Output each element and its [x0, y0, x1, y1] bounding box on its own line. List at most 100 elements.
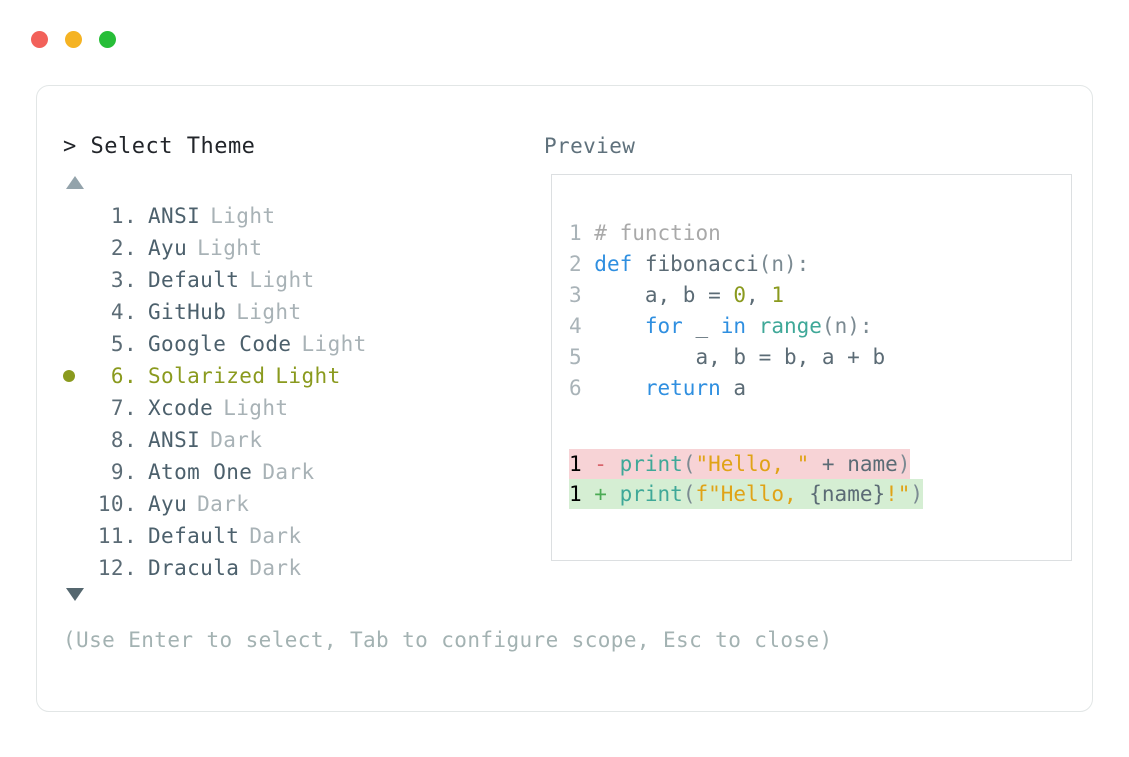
scroll-down-icon[interactable]: [66, 588, 84, 601]
code-token: return: [644, 376, 721, 400]
code-token: (n):: [758, 252, 810, 276]
theme-item-name: ANSI: [148, 428, 201, 452]
theme-list-item[interactable]: 2. Ayu Light: [63, 232, 533, 264]
line-number: 3: [569, 283, 595, 307]
line-number: 1: [569, 482, 595, 506]
diff-sample: 1 - print("Hello, " + name)1 + print(f"H…: [569, 449, 924, 509]
code-token: ): [910, 482, 924, 506]
code-token: def: [594, 252, 645, 276]
code-token: 1: [771, 283, 784, 307]
code-token: print: [619, 482, 683, 506]
code-token: (: [682, 482, 696, 506]
theme-item-number: 11.: [97, 524, 137, 548]
maximize-window-button[interactable]: [99, 30, 116, 48]
code-token: [746, 314, 759, 338]
code-token: [594, 314, 645, 338]
code-token: range: [758, 314, 822, 338]
code-token: a, b = b, a + b: [594, 345, 886, 369]
theme-list-item[interactable]: 1. ANSI Light: [63, 200, 533, 232]
code-token: print: [619, 452, 683, 476]
code-token: a, b =: [594, 283, 734, 307]
page-title: > Select Theme: [63, 134, 256, 159]
code-token: fibonacci: [644, 252, 759, 276]
theme-list-item[interactable]: 12. Dracula Dark: [63, 552, 533, 584]
line-number: 5: [569, 345, 595, 369]
window-titlebar: [0, 0, 1129, 78]
code-token: # function: [594, 221, 721, 245]
code-token: f"Hello,: [695, 482, 810, 506]
theme-item-variant: Light: [197, 236, 263, 260]
theme-item-number: 1.: [110, 204, 137, 228]
theme-item-variant: Dark: [262, 460, 315, 484]
theme-item-variant: Light: [249, 268, 315, 292]
theme-item-variant: Light: [236, 300, 302, 324]
theme-item-variant: Light: [223, 396, 289, 420]
code-token: +: [809, 452, 848, 476]
code-line: 5 a, b = b, a + b: [569, 342, 885, 373]
theme-item-name: ANSI: [148, 204, 201, 228]
code-line: 1 # function: [569, 218, 885, 249]
theme-item-number: 3.: [110, 268, 137, 292]
theme-item-number: 4.: [110, 300, 137, 324]
theme-list-item[interactable]: 10. Ayu Dark: [63, 488, 533, 520]
code-token: for: [644, 314, 683, 338]
theme-item-name: Default: [148, 268, 240, 292]
code-token: 0: [733, 283, 747, 307]
theme-item-name: Ayu: [148, 236, 188, 260]
line-number: 2: [569, 252, 595, 276]
theme-item-variant: Dark: [197, 492, 250, 516]
code-token: ): [897, 452, 911, 476]
theme-list-item[interactable]: 8. ANSI Dark: [63, 424, 533, 456]
window-controls: [31, 30, 116, 48]
theme-item-number: 9.: [110, 460, 137, 484]
code-token: name: [847, 452, 898, 476]
code-line: 6 return a: [569, 373, 885, 404]
theme-item-number: 7.: [110, 396, 137, 420]
scroll-up-icon[interactable]: [66, 176, 84, 189]
close-window-button[interactable]: [31, 30, 48, 48]
theme-item-variant: Dark: [249, 556, 302, 580]
theme-list-item[interactable]: 4. GitHub Light: [63, 296, 533, 328]
line-number: 6: [569, 376, 595, 400]
diff-added-line: 1 + print(f"Hello, {name}!"): [569, 479, 924, 509]
line-number: 1: [569, 221, 595, 245]
theme-item-name: Dracula: [148, 556, 240, 580]
theme-item-variant: Light: [301, 332, 367, 356]
theme-item-name: GitHub: [148, 300, 227, 324]
code-token: !": [885, 482, 911, 506]
theme-item-number: 2.: [110, 236, 137, 260]
theme-item-variant: Light: [210, 204, 276, 228]
theme-list-item[interactable]: 3. Default Light: [63, 264, 533, 296]
preview-label: Preview: [544, 134, 636, 158]
line-number: 1: [569, 452, 595, 476]
code-line: 2 def fibonacci(n):: [569, 249, 885, 280]
theme-item-number: 12.: [97, 556, 137, 580]
code-token: ,: [746, 283, 772, 307]
code-token: a: [720, 376, 747, 400]
theme-item-name: Solarized: [148, 364, 266, 388]
theme-item-number: 8.: [110, 428, 137, 452]
theme-item-variant: Dark: [210, 428, 263, 452]
code-line: 4 for _ in range(n):: [569, 311, 885, 342]
code-token: in: [720, 314, 747, 338]
minimize-window-button[interactable]: [65, 30, 82, 48]
theme-item-number: 10.: [97, 492, 137, 516]
bullet-icon: [63, 370, 75, 382]
code-token: (n):: [821, 314, 873, 338]
diff-marker: +: [594, 482, 620, 506]
code-line: 3 a, b = 0, 1: [569, 280, 885, 311]
theme-item-name: Default: [148, 524, 240, 548]
code-token: _: [682, 314, 721, 338]
theme-item-name: Ayu: [148, 492, 188, 516]
